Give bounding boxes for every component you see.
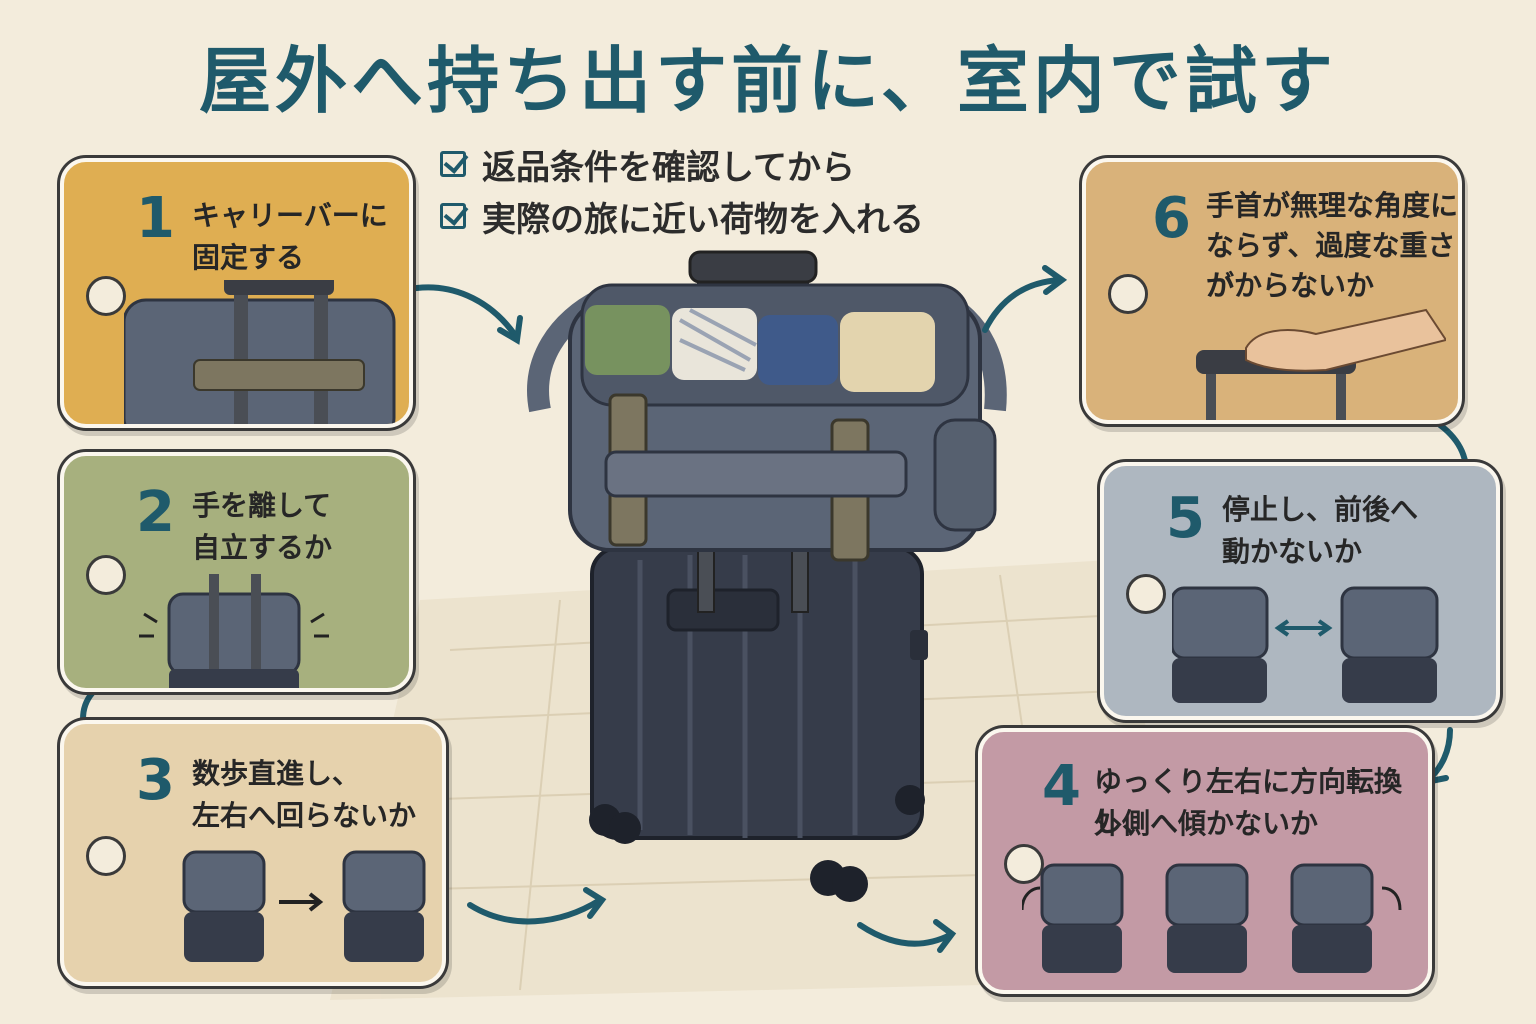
step-card-5: 5 停止し、前後へ 動かないか xyxy=(1100,462,1500,720)
checklist-item: 実際の旅に近い荷物を入れる xyxy=(440,190,924,242)
step-number: 4 xyxy=(1042,754,1081,819)
checklist-label: 実際の旅に近い荷物を入れる xyxy=(482,199,924,240)
hand-on-handle-icon xyxy=(1196,308,1446,420)
duffel-bag-icon xyxy=(527,283,1007,562)
step-text-line: キャリーバーに xyxy=(192,199,388,232)
step-text-line: 数歩直進し、 xyxy=(192,757,361,790)
step-card-6: 6 手首が無理な角度に ならず、過度な重さが かからないか xyxy=(1082,158,1462,424)
bag-on-handle-icon xyxy=(124,280,396,424)
tag-hole-icon xyxy=(86,276,126,316)
tag-hole-icon xyxy=(1126,574,1166,614)
step-card-2: 2 手を離して 自立するか xyxy=(60,452,413,692)
step-number: 2 xyxy=(136,480,175,545)
step-card-1: 1 キャリーバーに 固定する xyxy=(60,158,413,428)
step-number: 1 xyxy=(136,186,175,251)
step-text-line: 外側へ傾かないか xyxy=(1094,807,1319,840)
step-text-line: 固定する xyxy=(192,241,305,274)
turning-bags-icon xyxy=(1022,863,1402,973)
checklist-item: 返品条件を確認してから xyxy=(440,138,924,190)
step-text-line: ゆっくり左右に方向転換し、 xyxy=(1094,765,1403,838)
step-text-line: 左右へ回らないか xyxy=(192,799,417,832)
checklist: 返品条件を確認してから 実際の旅に近い荷物を入れる xyxy=(440,138,924,242)
stopping-bags-icon xyxy=(1172,586,1439,703)
step-text-line: かからないか xyxy=(1206,269,1375,302)
step-text-line: 手を離して xyxy=(192,489,332,522)
step-card-3: 3 数歩直進し、 左右へ回らないか xyxy=(60,720,446,986)
step-number: 5 xyxy=(1166,486,1205,551)
walking-straight-icon xyxy=(182,850,426,962)
step-text-line: ならず、過度な重さが xyxy=(1206,229,1456,302)
step-number: 6 xyxy=(1152,186,1191,251)
checklist-label: 返品条件を確認してから xyxy=(482,147,855,188)
step-number: 3 xyxy=(136,748,175,813)
step-text-line: 手首が無理な角度に xyxy=(1206,189,1459,222)
step-card-4: 4 ゆっくり左右に方向転換し、 外側へ傾かないか xyxy=(978,728,1432,994)
tag-hole-icon xyxy=(86,836,126,876)
tag-hole-icon xyxy=(1004,844,1044,884)
page-title: 屋外へ持ち出す前に、室内で試す xyxy=(199,39,1337,123)
step-text-line: 自立するか xyxy=(192,531,333,564)
standing-bag-icon xyxy=(139,574,329,688)
check-box-icon xyxy=(440,203,466,229)
check-box-icon xyxy=(440,151,466,177)
suitcase-icon xyxy=(589,546,928,902)
step-text-line: 停止し、前後へ xyxy=(1222,493,1419,526)
tag-hole-icon xyxy=(1108,274,1148,314)
tag-hole-icon xyxy=(86,555,126,595)
step-text-line: 動かないか xyxy=(1222,535,1363,568)
